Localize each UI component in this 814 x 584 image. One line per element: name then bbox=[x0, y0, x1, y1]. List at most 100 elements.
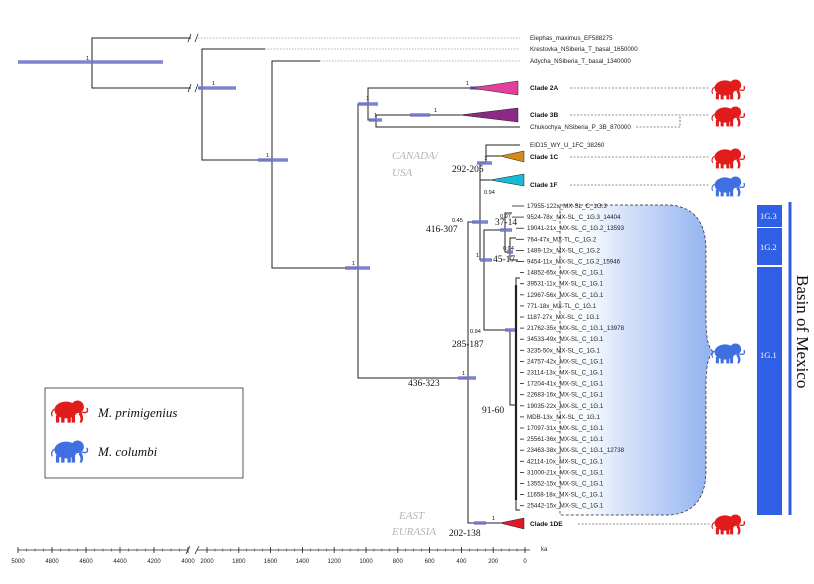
mammoth-tail bbox=[711, 350, 715, 358]
mexico-tip-label: 22683-16x_MX-SL_C_1G.1 bbox=[527, 392, 604, 399]
axis-tick-label: 4200 bbox=[147, 559, 161, 565]
age-285-187: 285-187 bbox=[452, 340, 484, 350]
mammoth-leg bbox=[720, 356, 724, 364]
axis-tick-label: 4400 bbox=[113, 559, 127, 565]
mexico-tip-label: 764-47x_MX-TL_C_1G.2 bbox=[527, 236, 597, 243]
age-91-60: 91-60 bbox=[482, 406, 504, 416]
mammoth-leg bbox=[730, 527, 734, 535]
tip-adycha: Adycha_NSiberia_T_basal_1340000 bbox=[530, 58, 631, 65]
mammoth-leg bbox=[726, 527, 730, 535]
mammoth-tusk bbox=[739, 112, 746, 119]
mammoth-leg bbox=[71, 455, 76, 463]
mammoth-tusk bbox=[81, 407, 89, 414]
mammoth-leg bbox=[715, 356, 719, 364]
mammoth-tusk bbox=[739, 85, 746, 92]
basin-of-mexico-panel: 1G.3 1G.2 1G.1 Basin of Mexico bbox=[757, 202, 812, 515]
axis-tick-label: 200 bbox=[488, 559, 499, 565]
support-node-3: 1 bbox=[266, 153, 269, 159]
clade-1C-triangle bbox=[499, 150, 525, 163]
mexico-tip-label: 21762-35x_MX-SL_C_1G.1_13978 bbox=[527, 325, 625, 332]
axis-tick-label: 400 bbox=[456, 559, 467, 565]
mexico-tip-label: 9524-78x_MX-SL_C_1G.3_14404 bbox=[527, 214, 621, 221]
tip-eid15: EID15_WY_U_1FC_38260 bbox=[530, 142, 605, 149]
support-node-15: 0.94 bbox=[470, 329, 481, 335]
axis-tick-label: 4000 bbox=[181, 559, 195, 565]
mexico-shade bbox=[559, 204, 715, 516]
legend: M. primigenius M. columbi bbox=[44, 387, 244, 479]
age-436-323: 436-323 bbox=[408, 379, 440, 389]
mammoth-leg bbox=[61, 455, 65, 463]
clade-label-1C: Clade 1C bbox=[530, 154, 558, 161]
legend-label-columbi: M. columbi bbox=[97, 444, 158, 459]
mexico-tip-label: 25442-15x_MX-SL_C_1G.1 bbox=[527, 503, 604, 510]
mexico-tip-stubs bbox=[512, 205, 524, 507]
mammoth-leg bbox=[720, 189, 724, 197]
support-node-5: 1 bbox=[366, 96, 369, 102]
mammoth-head bbox=[71, 440, 84, 454]
mammoth-tail bbox=[711, 183, 715, 191]
mammoth-leg bbox=[715, 119, 719, 127]
mammoth-head bbox=[729, 343, 742, 355]
mammoth-tail bbox=[51, 448, 55, 457]
group-1G2-bar bbox=[757, 228, 782, 265]
mexico-tip-label: 9454-11x_MX-SL_C_1G.2_15946 bbox=[527, 259, 621, 266]
axis-tick-label: 1400 bbox=[296, 559, 310, 565]
mammoth-leg bbox=[726, 356, 730, 364]
support-node-6: 1 bbox=[374, 113, 377, 119]
mexico-tip-label: 23114-13x_MX-SL_C_1G.1 bbox=[527, 370, 603, 377]
support-node-11: 0.94 bbox=[484, 190, 495, 196]
mexico-tip-label: 17097-31x_MX-SL_C_1G.1 bbox=[527, 425, 604, 432]
age-37-14: 37-14 bbox=[495, 218, 517, 228]
clade-label-1F: Clade 1F bbox=[530, 182, 557, 189]
mammoth-tusk bbox=[739, 349, 746, 356]
axis-tick-label: 5000 bbox=[11, 559, 25, 565]
mexico-tip-label: 3235-50x_MX-SL_C_1G.1 bbox=[527, 347, 600, 354]
mammoth-head bbox=[729, 514, 742, 526]
axis-break-top bbox=[187, 33, 199, 93]
mexico-tip-label: 19041-21x_MX-SL_C_1G.2_13593 bbox=[527, 225, 625, 232]
legend-label-primigenius: M. primigenius bbox=[97, 405, 177, 420]
mexico-tip-label: MDB-13x_MX-SL_C_1G.1 bbox=[527, 414, 600, 421]
mammoth-head bbox=[71, 400, 84, 414]
group-1G1-label: 1G.1 bbox=[760, 350, 777, 360]
region-eurasia: EURASIA bbox=[391, 526, 436, 538]
mammoth-trunk bbox=[78, 411, 84, 423]
clade-2A-triangle bbox=[469, 80, 519, 96]
mammoth-leg bbox=[726, 92, 730, 100]
axis-tick-label: 1600 bbox=[264, 559, 278, 565]
mammoth-leg bbox=[730, 189, 734, 197]
support-node-10: 1 bbox=[462, 371, 465, 377]
clade-label-2A: Clade 2A bbox=[530, 85, 558, 92]
mammoth-head bbox=[729, 176, 742, 188]
region-canada: CANADA/ bbox=[392, 150, 439, 162]
mammoth-leg bbox=[726, 161, 730, 169]
axis-tick-label: 2000 bbox=[200, 559, 214, 565]
mexico-tip-label: 19035-22x_MX-SL_C_1G.1 bbox=[527, 403, 604, 410]
support-node-12: 0.45 bbox=[452, 218, 463, 224]
mexico-tip-label: 34533-49x_MX-SL_C_1G.1 bbox=[527, 336, 604, 343]
mexico-tip-label: 31000-21x_MX-SL_C_1G.1 bbox=[527, 469, 604, 476]
mammoth-head bbox=[729, 106, 742, 118]
support-root: 1 bbox=[86, 56, 89, 62]
age-202-138: 202-138 bbox=[449, 529, 481, 539]
axis-tick-label: 4800 bbox=[45, 559, 59, 565]
node-age-labels: 292-205 416-307 37-14 45-17 285-187 91-6… bbox=[408, 165, 517, 539]
age-45-17: 45-17 bbox=[493, 255, 515, 265]
support-node-7: 1 bbox=[466, 81, 469, 87]
mammoth-leg bbox=[726, 119, 730, 127]
support-node-8: 1 bbox=[434, 108, 437, 114]
mammoth-leg bbox=[715, 92, 719, 100]
axis-tick-label: 1800 bbox=[232, 559, 246, 565]
mammoth-leg bbox=[55, 415, 60, 423]
mammoth-trunk bbox=[736, 157, 741, 169]
tip-elephas: Elephas_maximus_EF588275 bbox=[530, 35, 613, 42]
group-1G2-label: 1G.2 bbox=[760, 242, 777, 252]
mammoth-columbi-icon bbox=[51, 440, 89, 463]
group-1G3-bar bbox=[757, 205, 782, 227]
region-east: EAST bbox=[398, 510, 425, 522]
mammoth-tail bbox=[711, 86, 715, 94]
mexico-tip-label: 1187-27x_MX-SL_C_1G.1 bbox=[527, 314, 600, 321]
mammoth-leg bbox=[726, 189, 730, 197]
mammoth-leg bbox=[715, 527, 719, 535]
